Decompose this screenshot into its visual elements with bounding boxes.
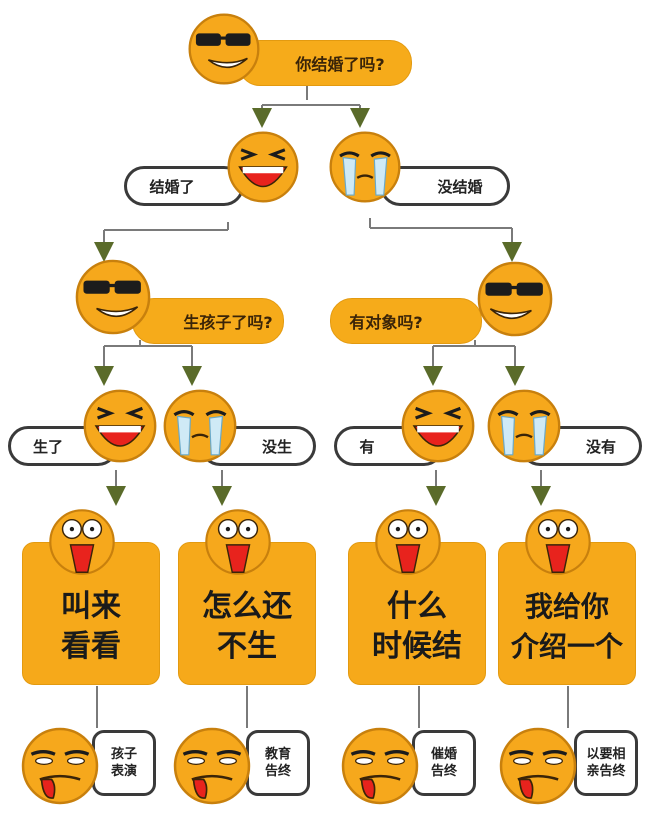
answer-no-partner-text: 没有	[585, 437, 616, 456]
laughing-face-icon	[401, 389, 475, 463]
crying-face-icon	[163, 389, 237, 463]
answer-have-kids-text: 生了	[32, 437, 63, 456]
outcome-tag-has-partner: 催婚 告终	[412, 730, 476, 796]
question-kids-text: 生孩子了吗?	[183, 313, 273, 332]
shocked-face-icon	[205, 509, 271, 575]
question-partner-text: 有对象吗?	[349, 313, 423, 332]
root-question-text: 你结婚了吗?	[295, 55, 385, 74]
grumpy-tongue-face-icon	[173, 727, 251, 805]
grumpy-tongue-face-icon	[499, 727, 577, 805]
outcome-tag-line: 亲告终	[586, 764, 626, 779]
laughing-face-icon	[83, 389, 157, 463]
result-card-line: 不生	[217, 628, 277, 664]
crying-face-icon	[487, 389, 561, 463]
grumpy-tongue-face-icon	[21, 727, 99, 805]
result-card-line: 我给你	[524, 589, 609, 623]
outcome-tag-no-partner: 以要相 亲告终	[574, 730, 638, 796]
question-kids: 生孩子了吗?	[132, 298, 284, 344]
outcome-tag-no-kids: 教育 告终	[246, 730, 310, 796]
result-card-line: 看看	[61, 628, 121, 664]
outcome-tag-line: 孩子	[110, 747, 137, 762]
result-card-line: 介绍一个	[510, 629, 623, 663]
result-card-line: 时候结	[372, 628, 462, 664]
outcome-tag-line: 催婚	[430, 747, 457, 762]
outcome-tag-line: 以要相	[586, 747, 626, 762]
result-card-line: 什么	[387, 588, 447, 624]
outcome-tag-line: 告终	[430, 764, 457, 779]
result-card-line: 叫来	[61, 588, 121, 624]
crying-face-icon	[329, 131, 401, 203]
cool-sunglasses-face-icon	[188, 13, 260, 85]
result-card-line: 怎么还	[202, 588, 292, 624]
answer-no-kids-text: 没生	[261, 437, 292, 456]
grumpy-tongue-face-icon	[341, 727, 419, 805]
question-partner: 有对象吗?	[330, 298, 482, 344]
outcome-tag-line: 告终	[264, 764, 291, 779]
laughing-face-icon	[227, 131, 299, 203]
answer-has-partner-text: 有	[359, 437, 375, 456]
answer-married-text: 结婚了	[149, 177, 195, 196]
answer-unmarried: 没结婚	[380, 166, 510, 206]
shocked-face-icon	[375, 509, 441, 575]
outcome-tag-line: 表演	[110, 764, 137, 779]
answer-unmarried-text: 没结婚	[437, 177, 483, 196]
cool-sunglasses-face-icon	[75, 259, 151, 335]
outcome-tag-line: 教育	[264, 747, 291, 762]
answer-married: 结婚了	[124, 166, 244, 206]
root-question: 你结婚了吗?	[238, 40, 412, 86]
shocked-face-icon	[525, 509, 591, 575]
cool-sunglasses-face-icon	[477, 261, 553, 337]
shocked-face-icon	[49, 509, 115, 575]
